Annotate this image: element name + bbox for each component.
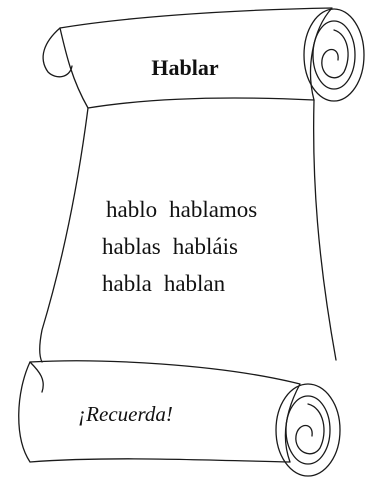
- top-roll-spiral: [321, 29, 349, 79]
- bottom-banner-left-fold: [29, 361, 44, 393]
- verb-title: Hablar: [151, 55, 219, 80]
- top-banner-left-curl: [42, 27, 73, 78]
- reminder-label: ¡Recuerda!: [78, 402, 173, 426]
- scroll-body-right-edge: [312, 99, 337, 361]
- singular-form: hablo: [106, 197, 158, 222]
- singular-form: hablas: [102, 234, 161, 259]
- top-roll-inner: [312, 20, 356, 90]
- plural-form: hablan: [163, 271, 226, 296]
- singular-form: habla: [102, 271, 152, 296]
- conjugation-table: hablo hablamos hablas habláis habla hablan: [102, 191, 257, 302]
- top-roll-outer: [303, 8, 365, 102]
- bottom-banner-outline: [18, 360, 301, 463]
- bottom-roll-inner: [285, 395, 331, 465]
- plural-form: habláis: [172, 234, 238, 259]
- conjugation-row: hablo hablamos: [106, 191, 257, 228]
- plural-form: hablamos: [169, 197, 258, 222]
- bottom-roll-outer: [275, 383, 341, 477]
- scroll-body-left-edge: [39, 107, 89, 363]
- bottom-roll-spiral: [295, 403, 325, 455]
- conjugation-row: habla hablan: [102, 265, 257, 302]
- conjugation-row: hablas habláis: [102, 228, 257, 265]
